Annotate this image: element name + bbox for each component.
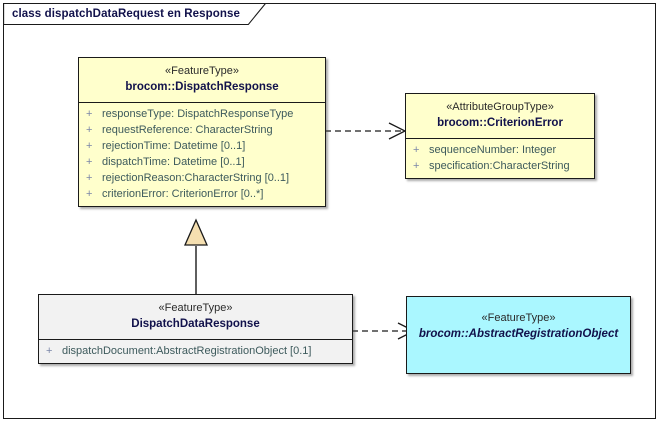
class-name: DispatchDataResponse: [131, 318, 260, 330]
attribute-visibility: +: [46, 345, 53, 357]
attribute-label: requestReference: CharacterString: [102, 124, 273, 136]
connector-dependency-dispatchresponse-criterionerror[interactable]: [325, 118, 409, 144]
class-stereotype: «FeatureType»: [158, 302, 233, 314]
class-name: brocom::DispatchResponse: [125, 81, 279, 93]
attribute-row[interactable]: + requestReference: CharacterString: [79, 122, 325, 138]
class-stereotype: «FeatureType»: [165, 65, 239, 77]
attribute-row[interactable]: + dispatchDocument:AbstractRegistrationO…: [39, 343, 352, 359]
attribute-row[interactable]: + sequenceNumber: Integer: [406, 142, 594, 158]
attribute-label: rejectionTime: Datetime [0..1]: [102, 140, 246, 152]
class-box-abstract-registration-object[interactable]: «FeatureType» brocom::AbstractRegistrati…: [406, 296, 631, 374]
diagram-frame-tab: class dispatchDataRequest en Response: [3, 3, 267, 25]
class-box-dispatch-response[interactable]: «FeatureType» brocom::DispatchResponse +…: [78, 57, 326, 207]
attribute-visibility: +: [86, 140, 93, 152]
class-header-dispatch-data-response: «FeatureType» DispatchDataResponse: [39, 295, 352, 339]
class-header-criterion-error: «AttributeGroupType» brocom::CriterionEr…: [406, 94, 594, 138]
class-stereotype: «AttributeGroupType»: [446, 101, 554, 113]
attribute-visibility: +: [86, 108, 93, 120]
attribute-label: rejectionReason:CharacterString [0..1]: [102, 172, 290, 184]
attribute-visibility: +: [86, 188, 93, 200]
attribute-row[interactable]: + rejectionTime: Datetime [0..1]: [79, 138, 325, 154]
attribute-visibility: +: [86, 172, 93, 184]
attribute-label: sequenceNumber: Integer: [429, 144, 557, 156]
class-attributes-criterion-error: + sequenceNumber: Integer + specificatio…: [406, 138, 594, 178]
class-header-abstract-registration-object: «FeatureType» brocom::AbstractRegistrati…: [407, 297, 630, 349]
attribute-label: criterionError: CriterionError [0..*]: [102, 188, 264, 200]
attribute-row[interactable]: + rejectionReason:CharacterString [0..1]: [79, 170, 325, 186]
attribute-row[interactable]: + criterionError: CriterionError [0..*]: [79, 186, 325, 202]
class-name: brocom::AbstractRegistrationObject: [418, 328, 619, 340]
connector-generalization-dispatchdataresponse-dispatchresponse[interactable]: [181, 216, 211, 300]
class-box-criterion-error[interactable]: «AttributeGroupType» brocom::CriterionEr…: [405, 93, 595, 179]
diagram-title: class dispatchDataRequest en Response: [12, 8, 241, 20]
class-stereotype: «FeatureType»: [481, 312, 556, 324]
attribute-visibility: +: [86, 124, 93, 136]
frame-tab-shape: [3, 3, 267, 25]
attribute-label: responseType: DispatchResponseType: [102, 108, 294, 120]
attribute-row[interactable]: + responseType: DispatchResponseType: [79, 106, 325, 122]
attribute-label: specification:CharacterString: [429, 160, 570, 172]
class-header-dispatch-response: «FeatureType» brocom::DispatchResponse: [79, 58, 325, 102]
attribute-label: dispatchDocument:AbstractRegistrationObj…: [62, 345, 312, 357]
attribute-visibility: +: [86, 156, 93, 168]
class-box-dispatch-data-response[interactable]: «FeatureType» DispatchDataResponse + dis…: [38, 294, 353, 364]
class-attributes-dispatch-response: + responseType: DispatchResponseType + r…: [79, 102, 325, 206]
class-attributes-dispatch-data-response: + dispatchDocument:AbstractRegistrationO…: [39, 339, 352, 363]
class-name: brocom::CriterionError: [437, 117, 563, 129]
attribute-visibility: +: [413, 160, 420, 172]
attribute-row[interactable]: + dispatchTime: Datetime [0..1]: [79, 154, 325, 170]
attribute-row[interactable]: + specification:CharacterString: [406, 158, 594, 174]
attribute-label: dispatchTime: Datetime [0..1]: [102, 156, 245, 168]
attribute-visibility: +: [413, 144, 420, 156]
